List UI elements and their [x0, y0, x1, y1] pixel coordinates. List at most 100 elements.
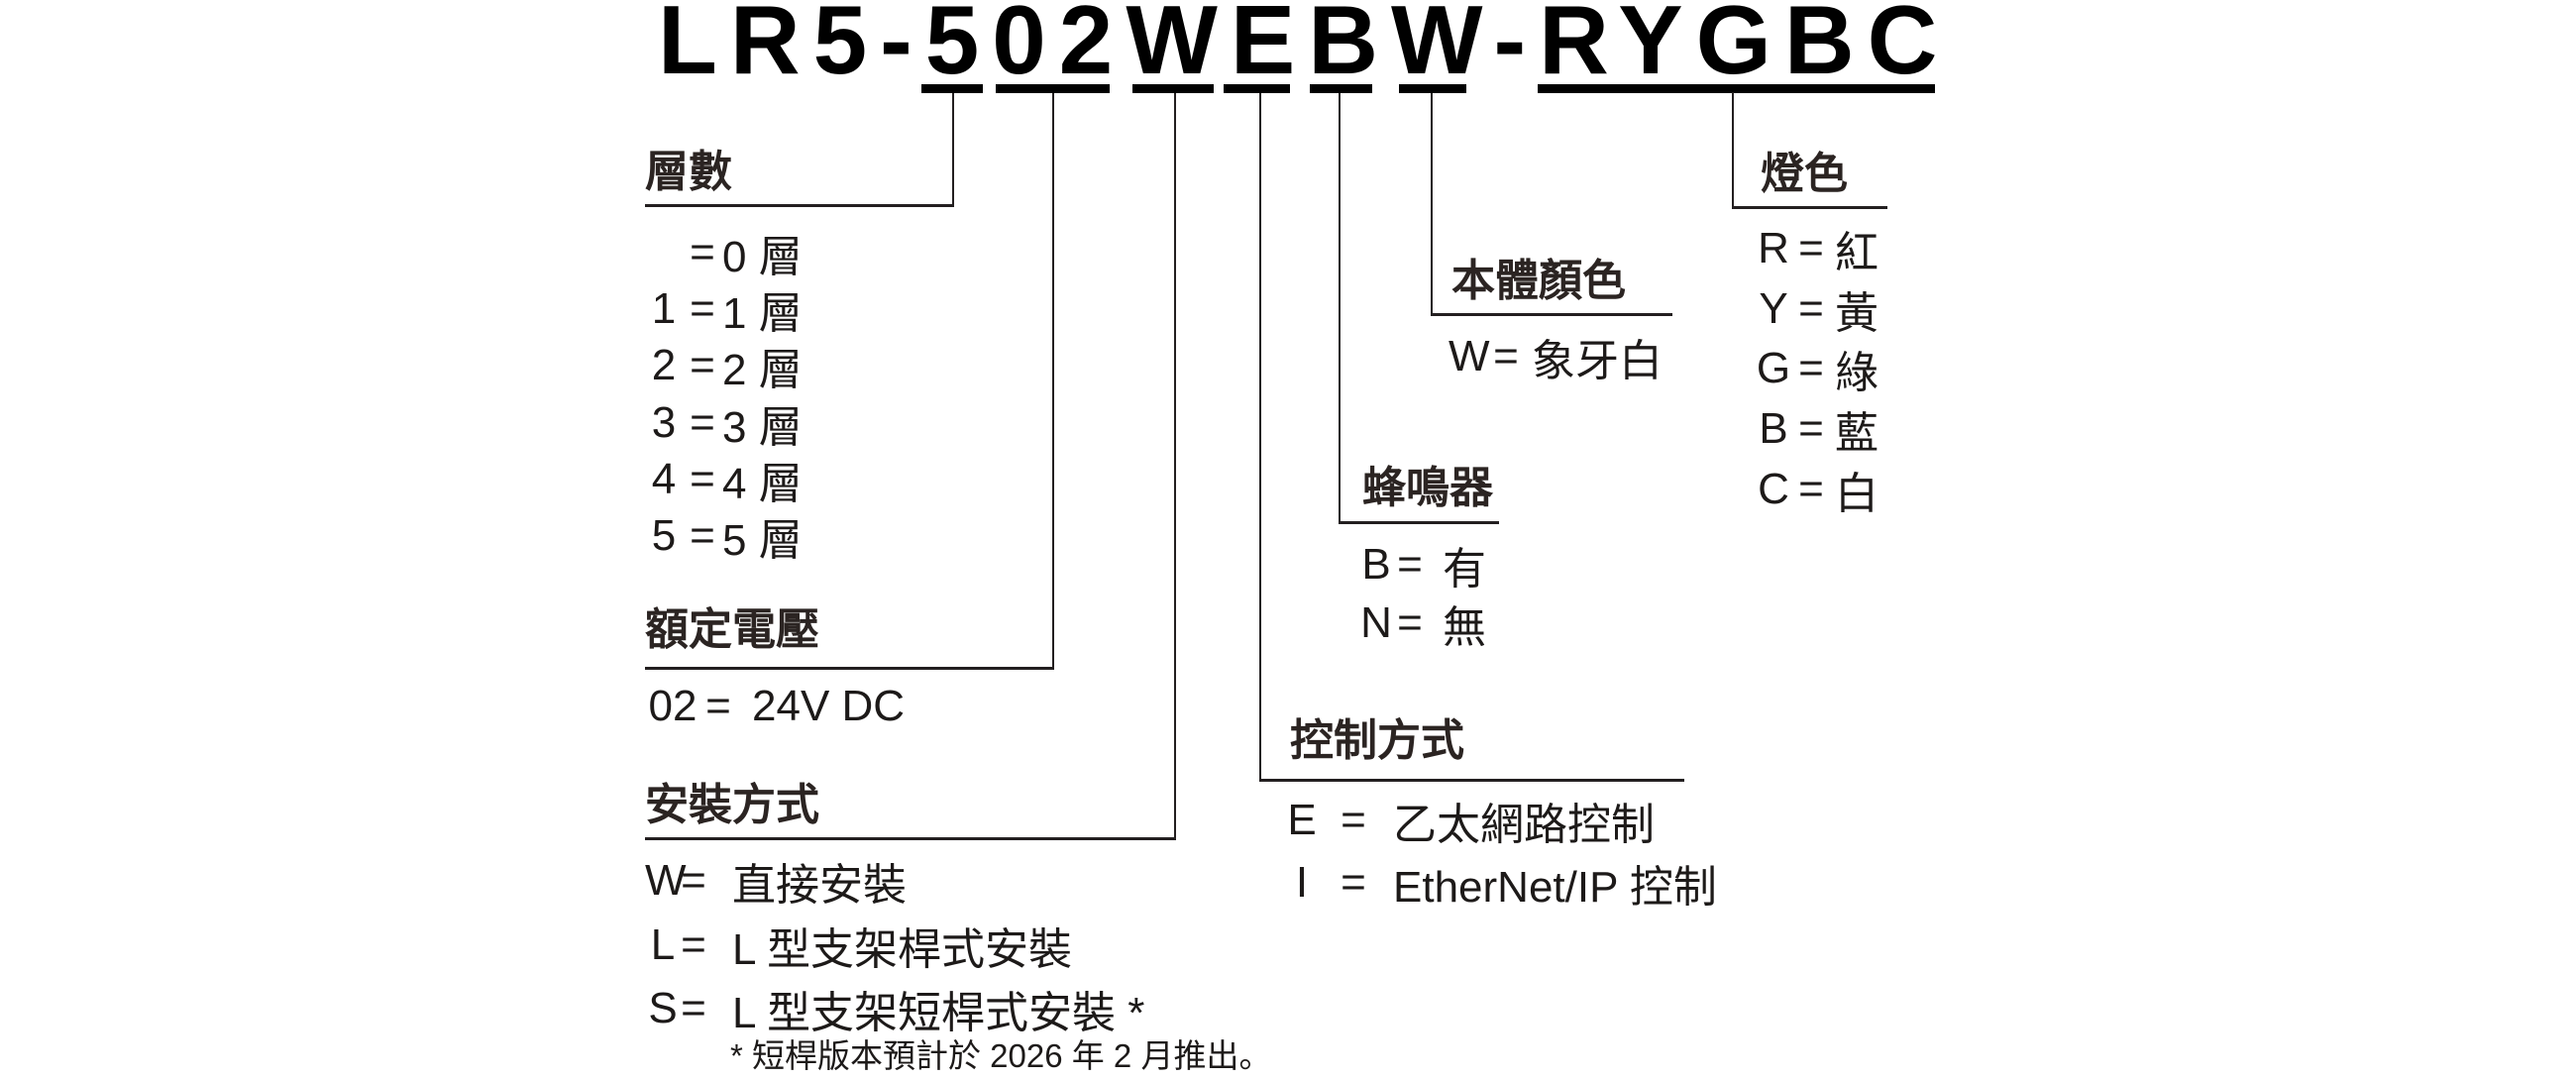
section-label-voltage: 額定電壓 — [645, 605, 819, 654]
item-code: B — [1361, 539, 1391, 589]
model-segment-control: E — [1230, 0, 1309, 94]
item-value: 象牙白 — [1532, 337, 1663, 385]
code-item-row: 5=5 層 — [645, 507, 803, 565]
item-value: 藍 — [1835, 409, 1878, 459]
item-value: 紅 — [1835, 229, 1878, 278]
equals-sign: = — [690, 511, 715, 561]
equals-sign: = — [1341, 857, 1366, 907]
code-item-row: B= 有 — [1359, 535, 1486, 594]
item-code: W — [645, 856, 687, 906]
equals-sign: = — [690, 397, 715, 447]
section-label-control: 控制方式 — [1290, 716, 1464, 765]
item-code: C — [1758, 464, 1789, 513]
connector-hline-layers — [645, 204, 954, 207]
option-list-body-color: W= 象牙白 — [1449, 328, 1663, 385]
underline-voltage-segment — [996, 84, 1110, 93]
equals-sign: = — [1493, 332, 1519, 380]
code-item-row: W= 直接安裝 — [645, 849, 1144, 914]
equals-sign: = — [690, 283, 715, 333]
model-segment-mounting: W — [1126, 0, 1231, 94]
footnote: * 短桿版本預計於 2026 年 2 月推出。 — [730, 1037, 1272, 1074]
connector-vline-mounting — [1174, 93, 1176, 839]
underline-body-color-segment — [1399, 84, 1466, 93]
code-item-row: 02= 24V DC — [645, 678, 906, 735]
equals-sign: = — [681, 856, 706, 906]
option-list-voltage: 02= 24V DC — [645, 678, 906, 735]
equals-sign: = — [681, 984, 706, 1033]
connector-hline-body-color — [1431, 313, 1672, 316]
code-item-row: =0 層 — [645, 224, 803, 281]
connector-hline-control — [1259, 779, 1684, 782]
item-value: 有 — [1443, 544, 1486, 594]
item-value: 黃 — [1835, 288, 1878, 338]
equals-sign: = — [1397, 598, 1423, 648]
connector-vline-control — [1259, 93, 1261, 781]
equals-sign: = — [1798, 344, 1824, 393]
equals-sign: = — [1798, 283, 1824, 333]
item-code: Y — [1759, 283, 1788, 333]
underline-led-colors-segment — [1538, 84, 1935, 93]
underline-control-segment — [1224, 84, 1290, 93]
code-item-row: I=EtherNet/IP 控制 — [1284, 852, 1717, 915]
equals-sign: = — [1798, 404, 1824, 454]
item-value: 直接安裝 — [732, 861, 907, 911]
equals-sign: = — [690, 227, 715, 276]
item-code: W — [1449, 332, 1490, 380]
code-item-row: S= L 型支架短桿式安裝 * — [645, 977, 1144, 1041]
section-label-body-color: 本體顏色 — [1451, 257, 1626, 305]
item-code: E — [1287, 796, 1317, 845]
connector-hline-buzzer — [1339, 521, 1499, 524]
code-item-row: B=藍 — [1756, 399, 1878, 460]
underline-layers-segment — [921, 84, 983, 93]
connector-vline-layers — [952, 93, 954, 206]
code-item-row: N=無 — [1359, 594, 1486, 654]
section-label-buzzer: 蜂鳴器 — [1362, 464, 1493, 512]
code-item-row: 3=3 層 — [645, 394, 803, 452]
connector-vline-body-color — [1431, 93, 1433, 315]
code-item-row: L=L 型支架桿式安裝 — [645, 914, 1144, 978]
equals-sign: = — [1341, 796, 1366, 845]
equals-sign: = — [690, 341, 715, 390]
item-code: 4 — [651, 454, 677, 503]
equals-sign: = — [705, 682, 731, 730]
equals-sign: = — [1798, 224, 1824, 273]
item-code: 02 — [648, 682, 698, 730]
code-item-row: Y=黃 — [1756, 279, 1878, 340]
item-code: B — [1759, 404, 1788, 454]
connector-vline-voltage — [1052, 93, 1054, 669]
model-number-title: LR5-502WEBW-RYGBC — [658, 0, 1950, 88]
equals-sign: = — [1397, 539, 1423, 589]
section-label-led-color: 燈色 — [1761, 150, 1848, 198]
item-code: 3 — [651, 397, 677, 447]
code-item-row: C=白 — [1756, 459, 1878, 519]
item-value: 4 層 — [722, 459, 803, 508]
code-item-row: G=綠 — [1756, 339, 1878, 399]
model-separator: - — [1493, 0, 1540, 94]
item-value: 1 層 — [722, 288, 803, 338]
model-segment-buzzer: B — [1308, 0, 1391, 94]
item-code: L — [650, 919, 676, 969]
item-code: G — [1756, 344, 1791, 393]
item-value: EtherNet/IP 控制 — [1393, 862, 1717, 912]
item-code: S — [648, 984, 678, 1033]
item-value: 24V DC — [752, 682, 906, 730]
item-value: 無 — [1443, 603, 1486, 653]
code-item-row: 1=1 層 — [645, 280, 803, 338]
code-item-row: W= 象牙白 — [1449, 328, 1663, 385]
model-segment-led-colors: RYGBC — [1539, 0, 1951, 94]
item-code: 2 — [651, 341, 677, 390]
item-value: 綠 — [1835, 349, 1878, 398]
item-value: 白 — [1835, 469, 1878, 518]
item-value: L 型支架短桿式安裝 * — [732, 989, 1145, 1038]
item-code: R — [1758, 224, 1789, 273]
item-value: 2 層 — [722, 346, 803, 395]
underline-mounting-segment — [1132, 84, 1214, 93]
connector-hline-led-color — [1732, 206, 1887, 209]
equals-sign: = — [1798, 464, 1824, 513]
code-item-row: R=紅 — [1756, 219, 1878, 279]
